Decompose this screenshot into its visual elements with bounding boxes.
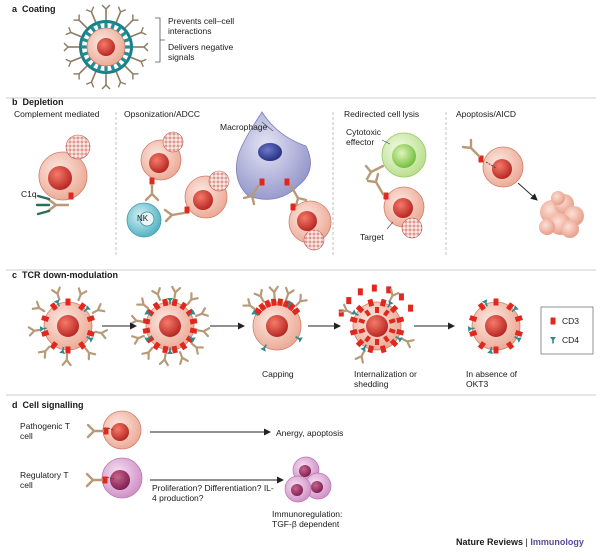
c1q-icon [35, 194, 51, 216]
antibody-icon [46, 197, 70, 213]
tcr-cell [242, 285, 308, 352]
regulatory-result: Immunoregulation: TGF-β dependent [272, 509, 343, 529]
pathogenic-outcome: Anergy, apoptosis [276, 428, 344, 438]
pathogenic-t-cell-label: Pathogenic T cell [20, 421, 70, 441]
macrophage-leader [261, 121, 274, 132]
legend-cd3-label: CD3 [562, 316, 580, 326]
legend-box [540, 306, 594, 355]
nk-label: NK [137, 214, 149, 223]
journal-credit: Nature Reviews | Immunology [456, 537, 584, 547]
adcc-cells [126, 111, 332, 251]
lysis-pore-icon [65, 134, 91, 160]
target-label: Target [360, 232, 384, 242]
tcr-cell [338, 284, 415, 364]
cytotoxic-effector-label: Cytotoxic effector [346, 127, 381, 147]
coating-bracket [155, 17, 165, 63]
cd3-legend-icon [550, 317, 556, 325]
coating-note-2: Delivers negative signals [168, 42, 234, 62]
regulatory-cell-cluster [284, 456, 332, 503]
tcr-modulation-cells [27, 284, 523, 367]
stage-capping: Capping [262, 369, 294, 379]
legend-cd4-label: CD4 [562, 335, 580, 345]
tcr-cell [129, 285, 211, 367]
journal-subject: Immunology [530, 537, 584, 547]
stage-absence-okt3: In absence of OKT3 [466, 369, 518, 389]
mechanism-dividers [115, 112, 447, 256]
mechanism-adcc: Opsonization/ADCC [124, 109, 201, 119]
stage-internalization: Internalization or shedding [354, 369, 417, 389]
c1q-label: C1q [21, 189, 37, 199]
mechanism-complement: Complement mediated [14, 109, 100, 119]
coated-cell [63, 4, 149, 90]
tcr-cell [27, 286, 109, 367]
pathogenic-t-cell [86, 410, 271, 450]
journal-name: Nature Reviews [456, 537, 524, 547]
regulatory-t-cell-label: Regulatory T cell [20, 470, 69, 490]
coating-note-1: Prevents cell–cell interactions [168, 16, 235, 36]
credit-separator: | [525, 537, 528, 547]
tcr-cell [467, 298, 523, 355]
complement-target-cell [35, 134, 91, 216]
apoptotic-body [539, 191, 584, 238]
regulatory-t-cell [85, 456, 332, 503]
macrophage-label: Macrophage [220, 122, 268, 132]
mechanism-apoptosis: Apoptosis/AICD [456, 109, 516, 119]
mechanism-redirected: Redirected cell lysis [344, 109, 420, 119]
redirected-lysis-cells [364, 132, 427, 239]
apoptosis-cells [461, 138, 584, 238]
regulatory-outcome: Proliferation? Differentiation? IL-4 pro… [152, 483, 274, 503]
